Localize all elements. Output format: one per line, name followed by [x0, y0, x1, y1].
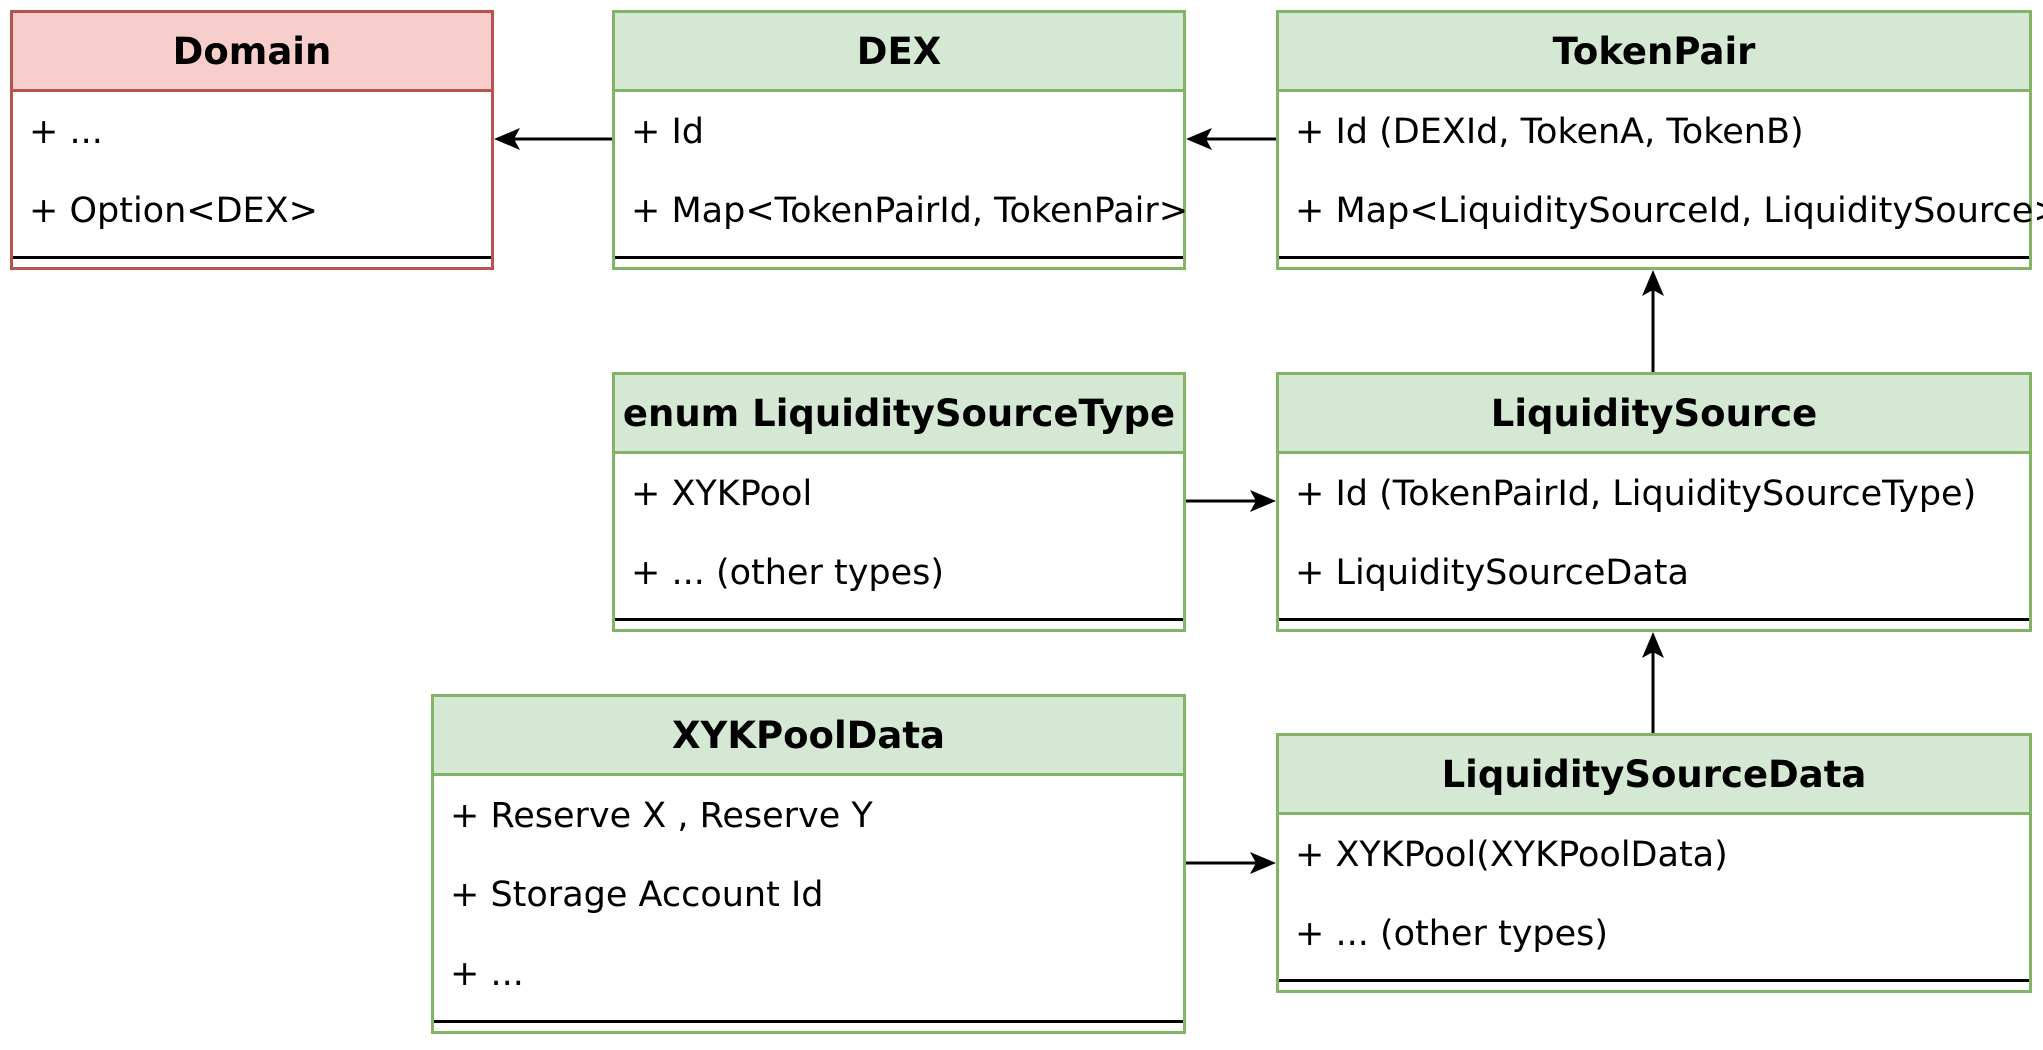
tokenpair-class-title: TokenPair: [1279, 13, 2029, 92]
dex-class-title: DEX: [615, 13, 1183, 92]
tokenpair-separator: [1279, 256, 2029, 259]
arrowhead-tokenpair: [1642, 270, 1664, 296]
liquidity-source-type-title: enum LiquiditySourceType: [615, 375, 1183, 454]
arrowhead-liquidity-source-data: [1250, 852, 1276, 874]
liquidity-source-data-title: LiquiditySourceData: [1279, 736, 2029, 815]
tokenpair-attr-2: + Map<LiquiditySourceId, LiquiditySource…: [1295, 190, 2043, 231]
arrowhead-dex: [1186, 128, 1212, 150]
liquidity-source-type-class: enum LiquiditySourceType + XYKPool + ...…: [612, 372, 1186, 632]
liquidity-source-title: LiquiditySource: [1279, 375, 2029, 454]
xyk-pool-data-separator: [434, 1020, 1183, 1023]
xyk-pool-data-title: XYKPoolData: [434, 697, 1183, 776]
liquidity-source-separator: [1279, 618, 2029, 621]
liquidity-source-type-attr-1: + XYKPool: [631, 473, 813, 514]
domain-separator: [13, 256, 491, 259]
liquidity-source-data-attr-2: + ... (other types): [1295, 913, 1609, 954]
dex-class: DEX + Id + Map<TokenPairId, TokenPair>: [612, 10, 1189, 270]
xyk-pool-data-attr-1: + Reserve X , Reserve Y: [450, 795, 873, 836]
liquidity-source-class: LiquiditySource + Id (TokenPairId, Liqui…: [1276, 372, 2032, 632]
domain-class-title: Domain: [13, 13, 491, 92]
xyk-pool-data-class: XYKPoolData + Reserve X , Reserve Y + St…: [431, 694, 1186, 1034]
dex-attr-1: + Id: [631, 111, 704, 152]
liquidity-source-data-class: LiquiditySourceData + XYKPool(XYKPoolDat…: [1276, 733, 2032, 993]
arrowhead-liquidity-source-bottom: [1642, 632, 1664, 658]
dex-separator: [615, 256, 1183, 259]
tokenpair-attr-1: + Id (DEXId, TokenA, TokenB): [1295, 111, 1804, 152]
liquidity-source-attr-2: + LiquiditySourceData: [1295, 552, 1689, 593]
arrowhead-liquidity-source-left: [1250, 490, 1276, 512]
arrowhead-domain: [494, 128, 520, 150]
xyk-pool-data-attr-3: + ...: [450, 953, 524, 994]
liquidity-source-attr-1: + Id (TokenPairId, LiquiditySourceType): [1295, 473, 1977, 514]
xyk-pool-data-attr-2: + Storage Account Id: [450, 874, 824, 915]
liquidity-source-type-attr-2: + ... (other types): [631, 552, 945, 593]
liquidity-source-data-attr-1: + XYKPool(XYKPoolData): [1295, 834, 1728, 875]
domain-attr-2: + Option<DEX>: [29, 190, 318, 231]
tokenpair-class: TokenPair + Id (DEXId, TokenA, TokenB) +…: [1276, 10, 2043, 270]
domain-attr-1: + ...: [29, 111, 103, 152]
dex-attr-2: + Map<TokenPairId, TokenPair>: [631, 190, 1189, 231]
liquidity-source-data-separator: [1279, 979, 2029, 982]
liquidity-source-type-separator: [615, 618, 1183, 621]
domain-class: Domain + ... + Option<DEX>: [10, 10, 494, 270]
